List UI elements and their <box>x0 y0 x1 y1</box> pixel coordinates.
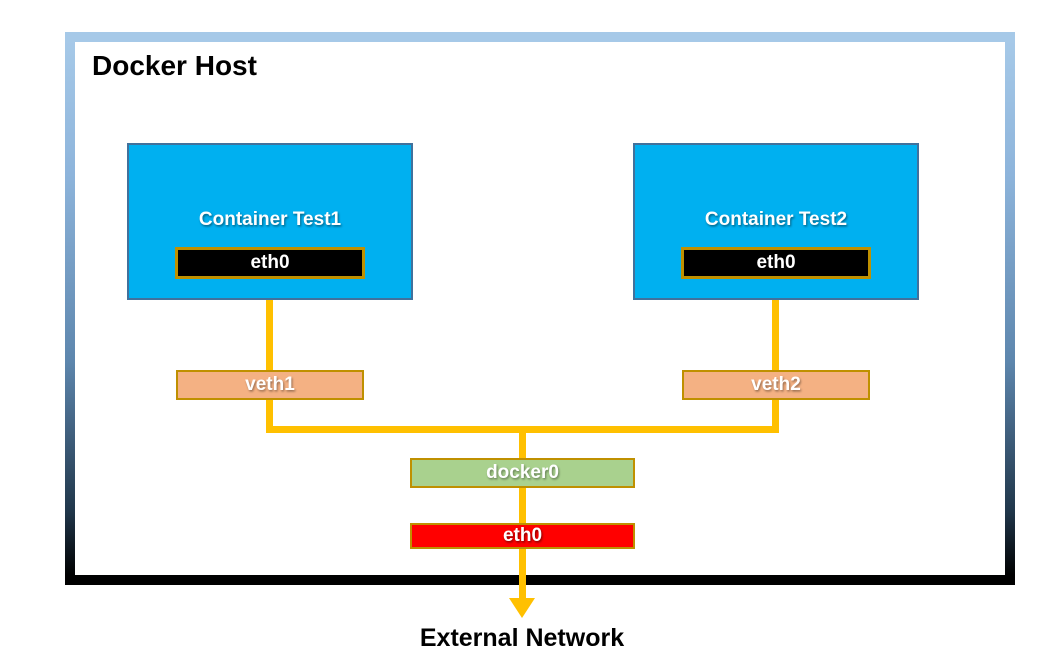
container-test1-title: Container Test1 <box>198 209 342 230</box>
connector-eth0-to-veth1 <box>266 279 273 373</box>
external-network-label: External Network <box>419 624 625 652</box>
container-test2-eth0-badge: eth0 <box>681 247 871 279</box>
host-eth0-box: eth0 <box>410 523 635 549</box>
container-test2-title: Container Test2 <box>704 209 848 230</box>
connector-bus-to-docker0 <box>519 426 526 459</box>
connector-docker0-to-eth0 <box>519 487 526 524</box>
veth2-box: veth2 <box>682 370 870 400</box>
container-test2-box: Container Test2 <box>633 143 919 300</box>
connector-eth0-to-veth2 <box>772 279 779 373</box>
container-test1-box: Container Test1 <box>127 143 413 300</box>
connector-eth0-to-external <box>519 548 526 600</box>
connector-veth1-to-bus <box>266 399 273 433</box>
veth1-box: veth1 <box>176 370 364 400</box>
arrow-down-icon <box>509 598 535 618</box>
docker-host-title: Docker Host <box>92 50 257 81</box>
connector-veth2-to-bus <box>772 399 779 433</box>
container-test1-eth0-badge: eth0 <box>175 247 365 279</box>
docker-host-box <box>65 32 1015 585</box>
docker0-bridge-box: docker0 <box>410 458 635 488</box>
